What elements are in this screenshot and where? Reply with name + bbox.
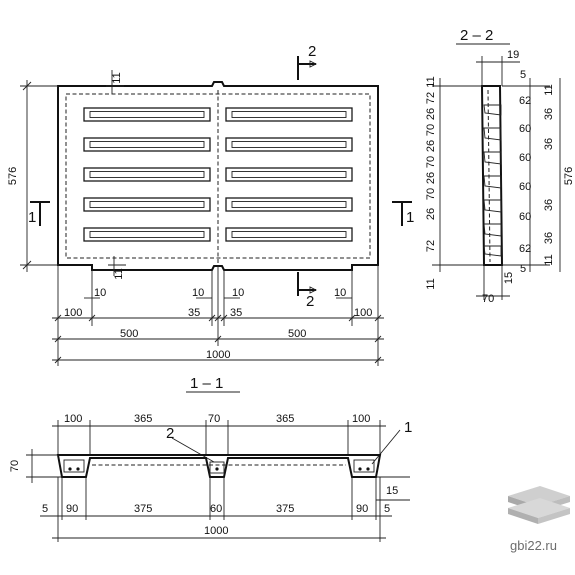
svg-text:11: 11: [543, 84, 555, 95]
svg-text:72: 72: [425, 92, 437, 104]
svg-text:365: 365: [276, 413, 294, 425]
svg-text:60: 60: [519, 152, 531, 164]
cut-mark-left: 1: [28, 201, 50, 226]
svg-text:72: 72: [425, 240, 437, 252]
svg-text:26: 26: [425, 140, 437, 152]
section-1-1-title: 1 – 1: [190, 375, 223, 392]
svg-text:36: 36: [543, 232, 555, 244]
section-2-2-right-outer-dims: 36 36 36 36: [543, 108, 555, 244]
section-2-2-right-inner-dims: 11 62 60 60 60 60 62 11: [519, 84, 555, 265]
plan-height-label: 576: [7, 167, 19, 185]
plan-rib-top-label: 11: [111, 72, 123, 83]
section-2-2-height-label: 576: [563, 167, 575, 185]
plan-view: 576 11 11 1 1 2 2: [7, 43, 414, 366]
svg-text:36: 36: [543, 108, 555, 120]
svg-text:90: 90: [66, 503, 78, 515]
svg-text:10: 10: [94, 287, 106, 299]
section-2-2-bottom-width: 70: [482, 293, 494, 305]
svg-text:15: 15: [386, 485, 398, 497]
svg-text:70: 70: [425, 124, 437, 136]
slots-right: [225, 107, 353, 242]
svg-text:90: 90: [356, 503, 368, 515]
svg-text:1: 1: [28, 209, 36, 226]
svg-text:62: 62: [519, 243, 531, 255]
svg-text:5: 5: [520, 69, 526, 81]
svg-text:60: 60: [519, 123, 531, 135]
section-2-2-left-dims: 11 72 26 70 26 70 26 70 26 72 11: [425, 76, 437, 289]
svg-text:36: 36: [543, 138, 555, 150]
svg-text:19: 19: [507, 49, 519, 61]
plan-half-right-label: 500: [288, 328, 306, 340]
svg-text:100: 100: [352, 413, 370, 425]
cut-mark-top: 2: [297, 43, 318, 80]
svg-text:70: 70: [425, 188, 437, 200]
section-1-1-top-dims: 100 365 70 365 100: [64, 413, 370, 425]
plan-half-left-label: 500: [120, 328, 138, 340]
svg-text:26: 26: [425, 208, 437, 220]
svg-text:60: 60: [210, 503, 222, 515]
svg-text:70: 70: [425, 156, 437, 168]
svg-text:5: 5: [384, 503, 390, 515]
svg-text:62: 62: [519, 95, 531, 107]
plan-length-label: 1000: [206, 349, 230, 361]
section-2-2: 2 – 2 19 5 11 72 26 70 26 70: [425, 27, 575, 305]
callout-2: 2: [166, 425, 174, 442]
svg-text:5: 5: [42, 503, 48, 515]
svg-text:10: 10: [232, 287, 244, 299]
cut-mark-bottom: 2: [297, 272, 318, 310]
svg-text:100: 100: [64, 307, 82, 319]
svg-text:100: 100: [354, 307, 372, 319]
svg-text:100: 100: [64, 413, 82, 425]
svg-text:1: 1: [406, 209, 414, 226]
cut-mark-right: 1: [392, 201, 414, 226]
svg-text:15: 15: [503, 272, 515, 284]
section-1-1-bottom-dims: 5 90 375 60 375 90 5: [42, 503, 390, 515]
svg-text:11: 11: [425, 278, 437, 289]
svg-text:2: 2: [308, 43, 316, 60]
svg-text:10: 10: [192, 287, 204, 299]
section-1-1-total-label: 1000: [204, 525, 228, 537]
watermark-text: gbi22.ru: [510, 538, 557, 553]
svg-text:365: 365: [134, 413, 152, 425]
section-1-1-body: [56, 454, 382, 478]
svg-text:11: 11: [425, 76, 437, 87]
svg-text:10: 10: [334, 287, 346, 299]
callout-1: 1: [404, 419, 412, 436]
svg-text:11: 11: [543, 254, 555, 265]
svg-text:36: 36: [543, 199, 555, 211]
svg-text:375: 375: [276, 503, 294, 515]
section-2-2-title: 2 – 2: [460, 27, 493, 44]
section-1-1-height-label: 70: [9, 460, 21, 472]
svg-text:375: 375: [134, 503, 152, 515]
svg-text:26: 26: [425, 172, 437, 184]
svg-text:5: 5: [520, 263, 526, 275]
slots-left: [83, 107, 211, 242]
section-2-2-slots: [483, 104, 502, 257]
section-1-1: 1 – 1 100 365 70 365 100 2 1: [9, 375, 412, 542]
svg-text:35: 35: [188, 307, 200, 319]
plan-rib-bottom-label: 11: [113, 268, 125, 279]
svg-text:26: 26: [425, 108, 437, 120]
svg-text:70: 70: [208, 413, 220, 425]
svg-text:60: 60: [519, 211, 531, 223]
watermark-logo: [508, 486, 570, 524]
svg-text:2: 2: [306, 293, 314, 310]
svg-text:35: 35: [230, 307, 242, 319]
svg-text:60: 60: [519, 181, 531, 193]
